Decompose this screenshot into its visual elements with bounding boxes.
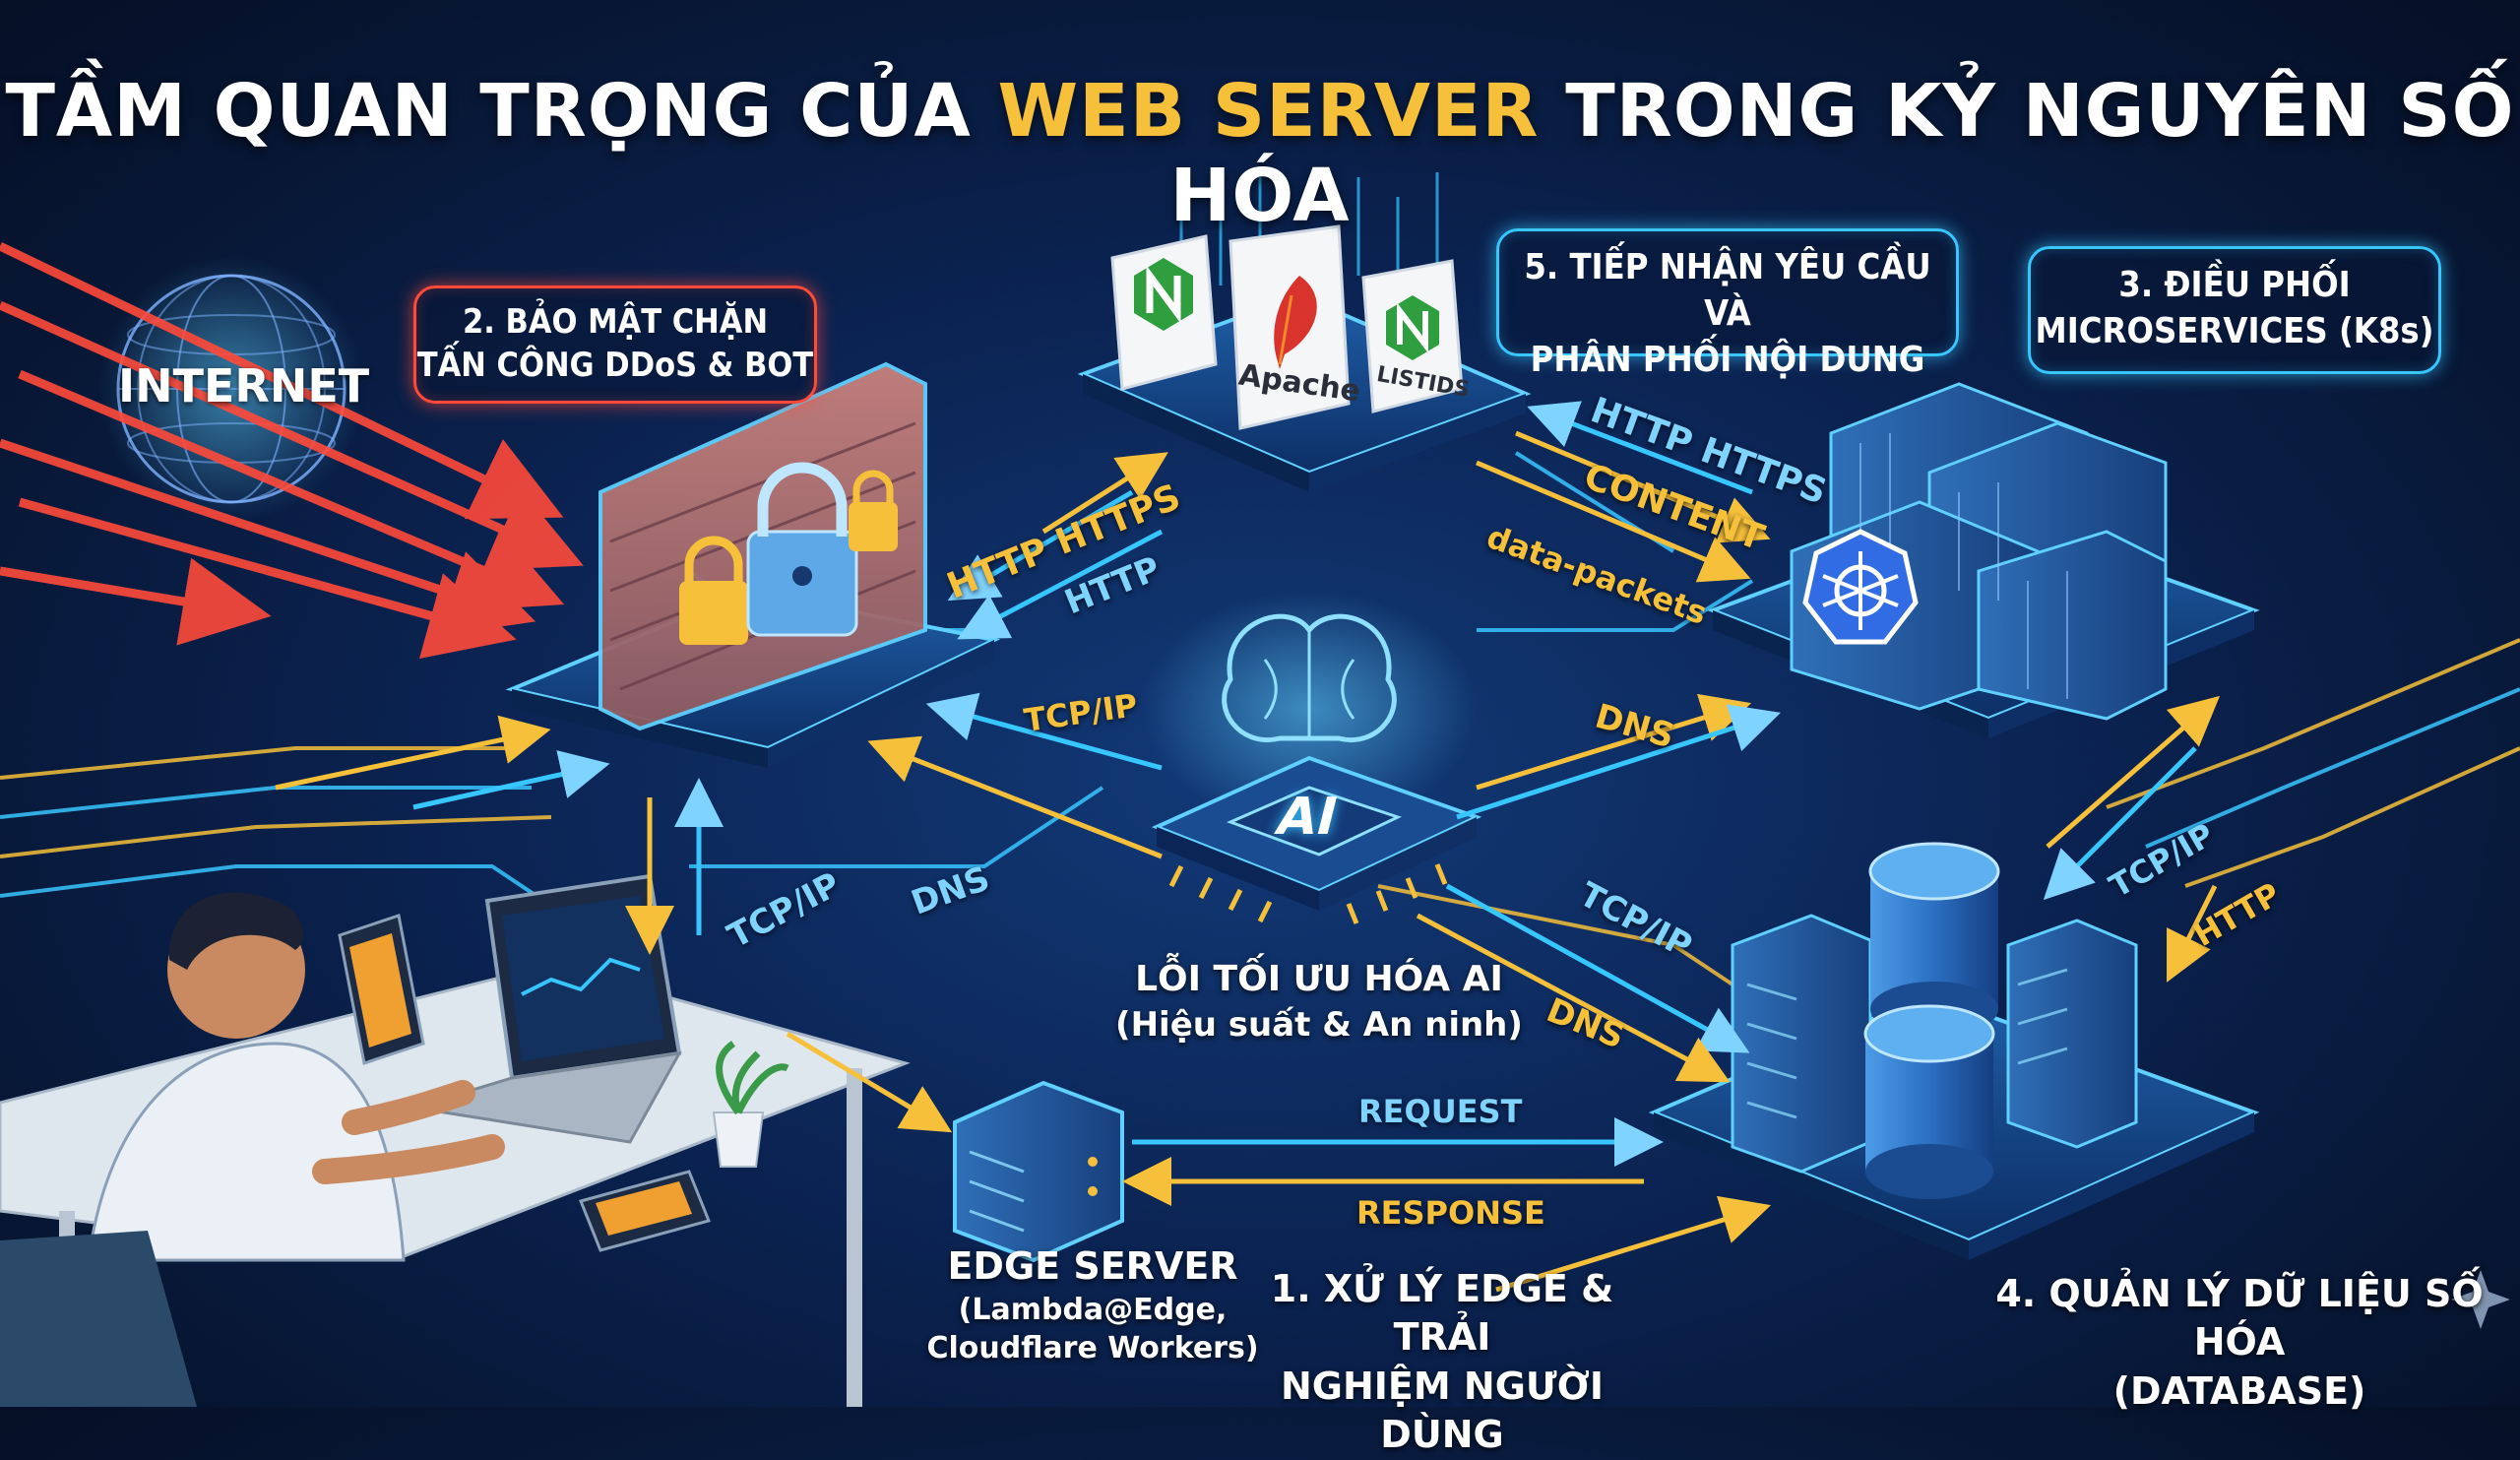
edge-server-caption-line-1: EDGE SERVER <box>947 1244 1238 1288</box>
label-response: RESPONSE <box>1356 1194 1545 1232</box>
ai-chip-icon <box>1151 755 1482 924</box>
person-icon <box>0 892 505 1407</box>
edge-server-caption-line-3: Cloudflare Workers) <box>926 1331 1259 1366</box>
server-rack-icon <box>1731 914 2138 1174</box>
title-part-1: TẦM QUAN TRỌNG CỦA <box>5 69 998 154</box>
delivery-callout-line-2: PHÂN PHỐI NỘI DUNG <box>1530 339 1925 380</box>
security-callout: 2. BẢO MẬT CHẶN TẤN CÔNG DDoS & BOT <box>413 286 817 404</box>
edge-processing-caption: 1. XỬ LÝ EDGE & TRẢI NGHIỆM NGƯỜI DÙNG <box>1226 1265 1659 1460</box>
internet-label: INTERNET <box>118 359 370 413</box>
flow-arrows <box>275 401 2221 1293</box>
database-cylinder-icon <box>1863 842 2000 1199</box>
infographic-canvas: TẦM QUAN TRỌNG CỦA WEB SERVER TRONG KỶ N… <box>0 69 2520 1456</box>
kubernetes-icon <box>1802 529 1919 645</box>
apache-feather-icon <box>1228 224 1351 430</box>
edge-server-caption-line-2: (Lambda@Edge, <box>958 1293 1228 1328</box>
database-caption-line-2: (DATABASE) <box>2112 1368 2366 1413</box>
nginx-icon <box>1110 234 1218 391</box>
attack-arrows <box>0 241 584 659</box>
security-callout-line-2: TẤN CÔNG DDoS & BOT <box>416 346 814 386</box>
circuit-traces <box>0 451 2520 986</box>
label-request: REQUEST <box>1358 1093 1523 1130</box>
lock-icon <box>679 462 898 645</box>
delivery-callout-line-1: 5. TIẾP NHẬN YÊU CẦU VÀ <box>1524 247 1931 334</box>
edge-server-caption: EDGE SERVER (Lambda@Edge, Cloudflare Wor… <box>876 1242 1309 1367</box>
microservices-callout-line-1: 3. ĐIỀU PHỐI <box>2118 265 2351 305</box>
smartphone-icon <box>338 914 712 1252</box>
database-caption: 4. QUẢN LÝ DỮ LIỆU SỐ HÓA (DATABASE) <box>1988 1270 2490 1416</box>
microservices-callout-line-2: MICROSERVICES (K8s) <box>2035 310 2434 351</box>
title-highlight: WEB SERVER <box>997 69 1540 154</box>
security-callout-line-1: 2. BẢO MẬT CHẶN <box>462 302 769 342</box>
title-part-2: TRONG KỶ NGUYÊN SỐ HÓA <box>1169 69 2515 238</box>
brain-icon <box>1142 591 1477 827</box>
edge-processing-caption-line-1: 1. XỬ LÝ EDGE & TRẢI <box>1270 1267 1614 1360</box>
edge-processing-caption-line-2: NGHIỆM NGƯỜI DÙNG <box>1280 1364 1604 1457</box>
database-caption-line-1: 4. QUẢN LÝ DỮ LIỆU SỐ HÓA <box>1995 1272 2484 1365</box>
litespeed-icon <box>1361 259 1464 413</box>
microservices-callout: 3. ĐIỀU PHỐI MICROSERVICES (K8s) <box>2028 246 2441 374</box>
sparkle-icon <box>2451 1270 2510 1329</box>
ai-core-caption: LỖI TỐI ƯU HÓA AI (Hiệu suất & An ninh) <box>1112 957 1526 1047</box>
plant-icon <box>712 1041 789 1168</box>
ai-core-caption-line-2: (Hiệu suất & An ninh) <box>1115 1004 1523 1045</box>
delivery-callout: 5. TIẾP NHẬN YÊU CẦU VÀ PHÂN PHỐI NỘI DU… <box>1496 228 1959 380</box>
edge-server-icon <box>953 1080 1124 1263</box>
page-title: TẦM QUAN TRỌNG CỦA WEB SERVER TRONG KỶ N… <box>0 69 2520 238</box>
diagram-graphics <box>0 167 2520 1407</box>
ai-core-caption-line-1: LỖI TỐI ƯU HÓA AI <box>1135 959 1503 999</box>
